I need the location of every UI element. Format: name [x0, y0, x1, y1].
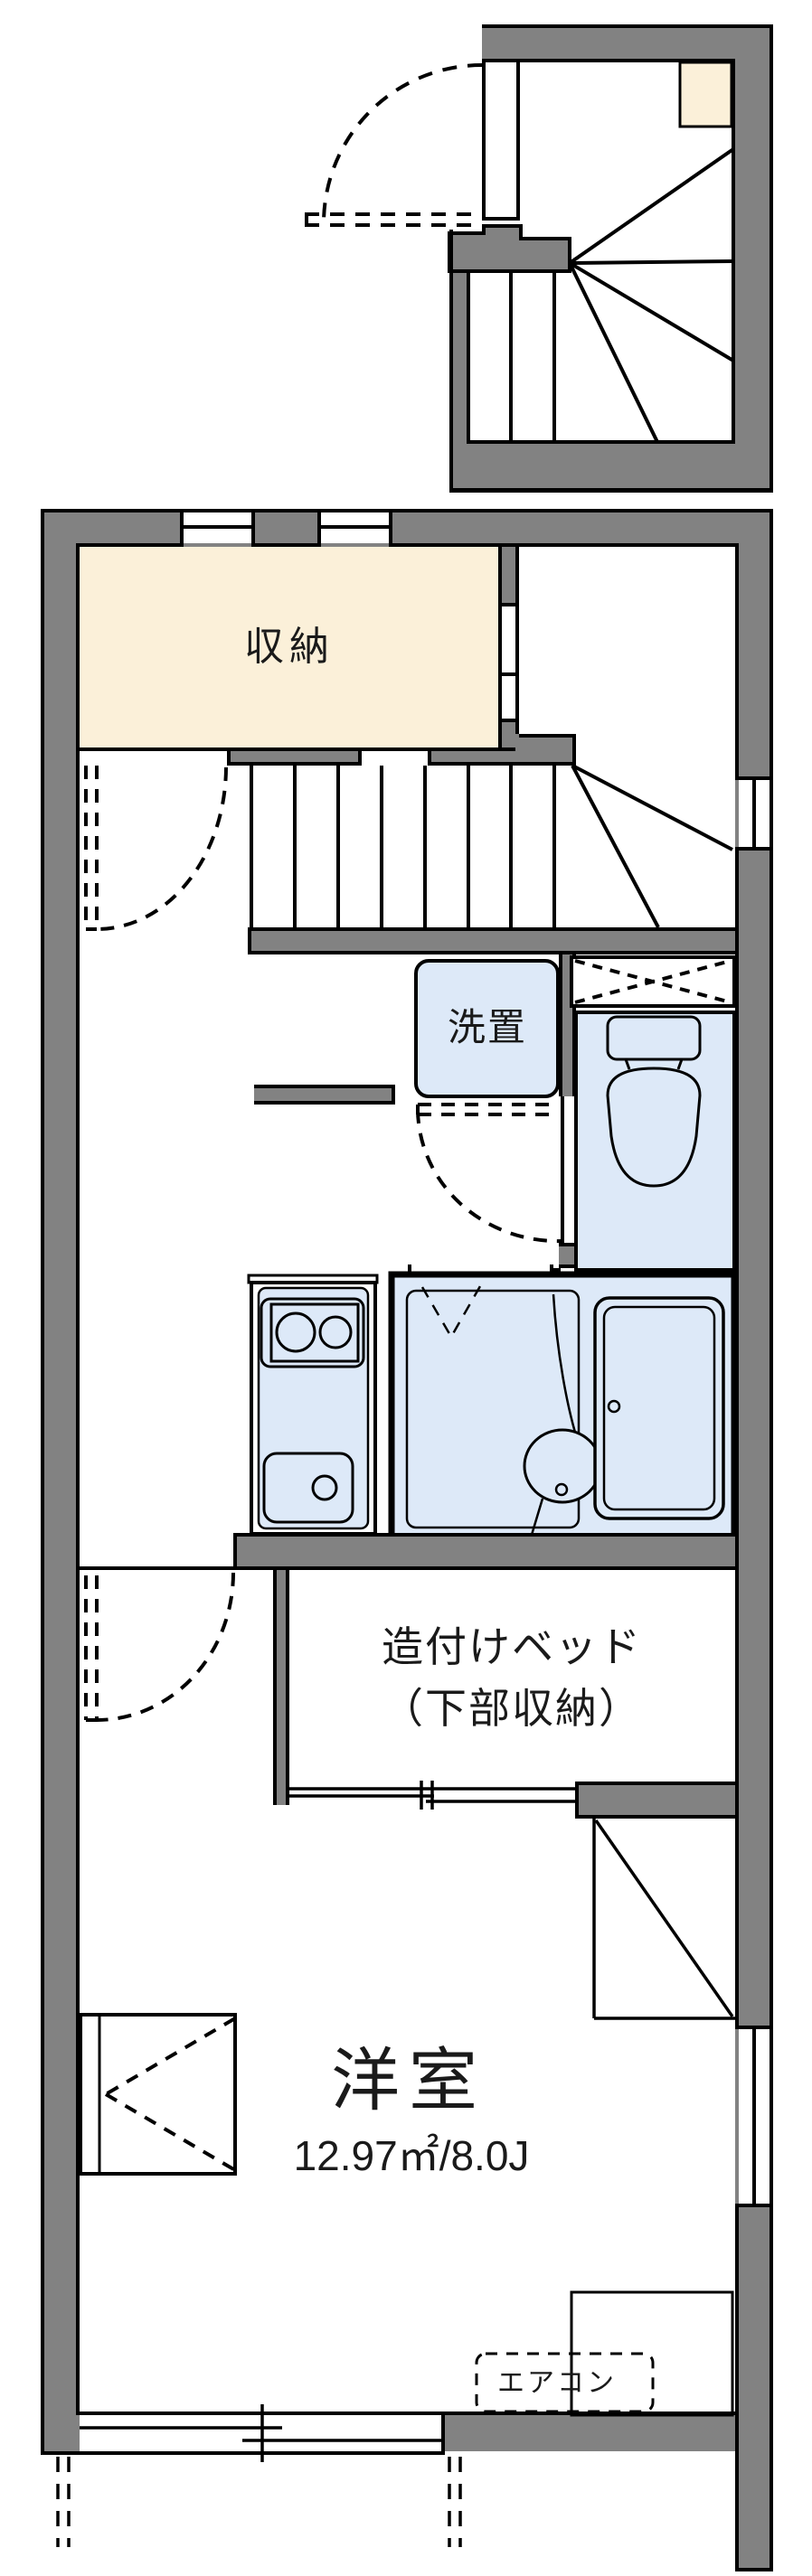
sink-drain	[311, 1474, 338, 1501]
entry-door-swing	[305, 63, 483, 227]
tub-drain	[607, 1399, 621, 1414]
western-room	[79, 2013, 735, 2462]
washing-area	[405, 1289, 581, 1529]
built-in-bed-room	[273, 1570, 735, 1819]
main-unit-walls	[41, 509, 773, 2571]
right-wall-window-upper	[735, 776, 773, 851]
aircon-label: エアコン	[497, 2368, 617, 2398]
right-wall-window-lower	[735, 2026, 773, 2207]
upper-door-opening	[482, 62, 520, 217]
site-boundary-dashes	[56, 2457, 462, 2547]
main-left-wall	[41, 509, 80, 2455]
bottom-sliding-window	[80, 2404, 443, 2462]
main-top-wall	[41, 509, 773, 547]
room-label: 洋室	[331, 2043, 486, 2120]
top-wall-window-left	[180, 509, 255, 547]
upper-left-wall	[449, 233, 470, 493]
room-size-label: 12.97㎡/8.0J	[293, 2132, 530, 2179]
upper-top-wall	[482, 24, 773, 62]
room-door-swing	[84, 1572, 235, 1722]
bedroom-top-wall	[80, 1533, 735, 1570]
wash-bowl	[523, 1428, 602, 1504]
bed-label-line2: （下部収納）	[382, 1685, 642, 1732]
kitchen	[247, 1274, 379, 1536]
storage-floor	[80, 547, 498, 747]
laundry-label: 洗置	[447, 1006, 528, 1048]
burner-left	[275, 1312, 316, 1353]
corner-closet	[592, 1819, 735, 2020]
hall-door-swing	[84, 766, 228, 931]
bed-sliding-doors	[286, 1781, 579, 1810]
stair-landing-post	[448, 224, 571, 273]
toilet-fixture	[606, 1015, 702, 1188]
storage-label: 収納	[244, 625, 335, 669]
aircon-box	[475, 2352, 655, 2413]
top-wall-window-right	[317, 509, 392, 547]
shower-partition	[552, 1293, 578, 1436]
bathroom	[388, 1264, 738, 1542]
main-right-wall	[735, 509, 773, 2571]
laundry-area	[411, 954, 576, 1272]
main-stairs	[250, 764, 735, 931]
washer-space	[414, 959, 560, 1098]
bed-label-line1: 造付けベッド	[382, 1623, 642, 1670]
bathtub	[593, 1296, 725, 1520]
upper-stair-treads	[509, 147, 735, 443]
side-counter	[79, 2013, 237, 2176]
upper-right-wall	[732, 24, 773, 493]
upper-shoebox	[678, 61, 733, 128]
upper-stair-block	[305, 24, 773, 493]
bath-hall-door-swing	[416, 1103, 563, 1244]
hall-wall-stub	[254, 1085, 395, 1105]
burner-right	[318, 1315, 353, 1349]
toilet-room	[570, 955, 736, 1272]
sink	[262, 1452, 354, 1524]
main-bottom-wall	[445, 2415, 739, 2451]
hall-wall-band	[248, 927, 735, 954]
upper-bottom-wall	[449, 440, 773, 493]
storage-room	[80, 547, 576, 766]
